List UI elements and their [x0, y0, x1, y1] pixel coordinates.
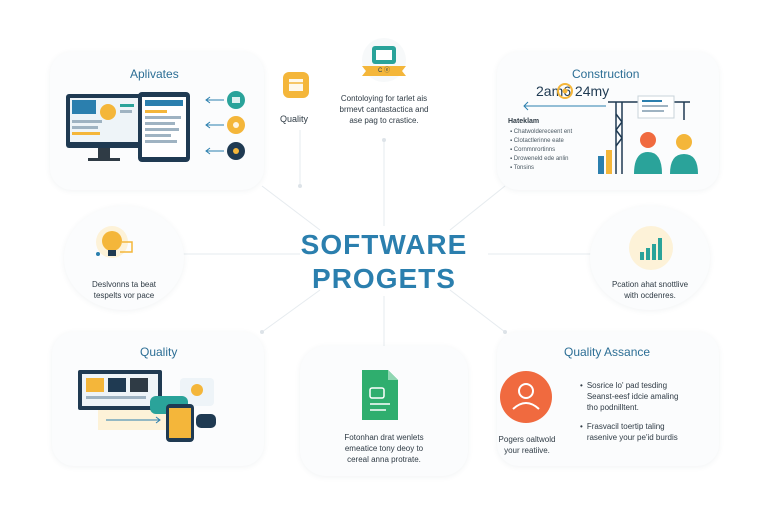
bottom-doc-description: Fotonhan drat wenlets emeatice tony deoy… — [344, 433, 424, 464]
construction-list: ▪ Chatwoldereceent ent ▪ Clotactlerinne … — [510, 128, 572, 173]
bottom-left-title: Quality — [140, 345, 178, 359]
top-quality-title: Quality — [280, 114, 309, 124]
mid-right-description: Pcation ahat snottlive with ocdenres. — [611, 280, 689, 300]
top-quality-description: Contoloying for tarlet ais brmevt cantas… — [339, 94, 429, 125]
list-item: ▪ Clotactlerinne eate — [510, 138, 564, 144]
center-title-line2: PROGETS — [312, 263, 456, 294]
bullet-dot: • — [580, 381, 583, 390]
crane-workers-illustration — [598, 95, 698, 174]
construction-list-header: Hateklam — [508, 118, 540, 125]
quality-bullets: • Sosrice lo' pad tesding Seanst-eesf id… — [580, 380, 710, 443]
bar-chart-icon — [629, 226, 673, 270]
bullet-dot: • — [580, 422, 583, 431]
top-right-title: Construction — [572, 67, 640, 81]
list-item: ▪ Tonsins — [510, 165, 535, 171]
list-item: ▪ Chatwoldereceent ent — [510, 129, 573, 135]
center-title-line1: SOFTWARE — [300, 229, 468, 260]
ribbon-badge-icon — [362, 38, 406, 82]
list-item: • Sosrice lo' pad tesding Seanst-eesf id… — [580, 381, 679, 412]
card-mid-left — [64, 206, 184, 310]
bottom-right-person-description: Pogers oaltwold your reatiive. — [498, 435, 556, 455]
list-item: • Frasvacil toertip taling rasenive your… — [580, 422, 678, 442]
list-item: ▪ Droweneld ede anlin — [510, 156, 569, 162]
bottom-right-title: Quality Assance — [564, 345, 651, 359]
quality-box-icon — [283, 72, 309, 98]
user-circle-icon — [500, 371, 552, 423]
document-icon — [362, 370, 398, 420]
center-title: SOFTWARE PROGETS — [264, 228, 504, 296]
list-item: ▪ Cornmnrortinns — [510, 147, 556, 153]
lightbulb-icon — [96, 226, 133, 258]
formula-underline-arrow — [523, 101, 606, 111]
devices-illustration — [78, 370, 216, 442]
gear-icon — [557, 83, 573, 99]
top-quality-ribbon-text: C ⓔ — [377, 68, 390, 74]
mid-left-description: Deslvonns ta beat tespelts vor pace — [91, 280, 157, 300]
monitor-tablet-illustration — [66, 91, 245, 162]
top-left-title: Aplivates — [130, 67, 179, 81]
